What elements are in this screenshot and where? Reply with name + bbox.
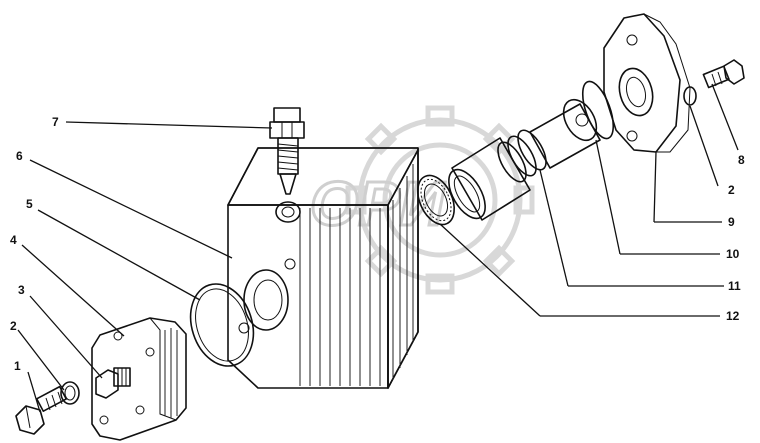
oring-gasket	[189, 283, 255, 367]
watermark-logo: ОРИ	[309, 105, 535, 295]
callout-7: 7	[52, 115, 59, 129]
callout-2-right: 2	[728, 183, 735, 197]
callout-2-left: 2	[10, 319, 17, 333]
callout-10: 10	[726, 247, 740, 261]
piston-sleeve	[448, 98, 601, 221]
stem-oring	[581, 80, 615, 140]
callout-4: 4	[10, 233, 17, 247]
callout-1: 1	[14, 359, 21, 373]
callout-11: 11	[728, 279, 741, 293]
cover-fitting	[95, 367, 131, 399]
hex-bolt-left	[15, 385, 68, 435]
callout-5: 5	[26, 197, 33, 211]
callout-3: 3	[18, 283, 25, 297]
end-cover-plate	[91, 317, 187, 441]
callout-12: 12	[726, 309, 740, 323]
callout-9: 9	[728, 215, 735, 229]
leader-lines	[17, 83, 739, 413]
lock-washer-right	[683, 86, 697, 106]
flange-cover	[603, 13, 691, 153]
lock-washer-left	[60, 381, 80, 405]
callout-6: 6	[16, 149, 23, 163]
callout-labels: 1 2 3 4 5 6 7 8 2 9 10 11 12	[10, 115, 745, 373]
top-fitting	[269, 107, 305, 195]
hex-bolt-right	[702, 59, 745, 89]
valve-body-block	[227, 147, 419, 389]
callout-8: 8	[738, 153, 745, 167]
